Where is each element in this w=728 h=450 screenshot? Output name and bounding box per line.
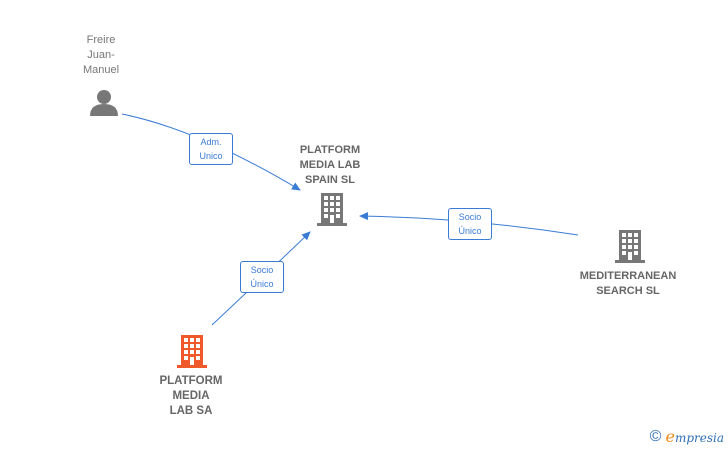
empresia-logo[interactable]: © empresia [650, 427, 724, 446]
node-label-person[interactable]: Freire Juan- Manuel [82, 34, 120, 76]
brand-initial: e [665, 427, 675, 446]
brand-word: mpresia [674, 431, 724, 445]
edge-label-socio-unico-sa: Socio Único [240, 261, 284, 293]
node-label-platform-sa[interactable]: PLATFORM MEDIA LAB SA [159, 375, 223, 417]
edge-label-adm-unico: Adm. Unico [189, 133, 233, 165]
building-icon[interactable] [317, 193, 347, 226]
node-label-center[interactable]: PLATFORM MEDIA LAB SPAIN SL [299, 144, 361, 186]
building-icon[interactable] [615, 230, 645, 263]
edge-label-socio-unico-med: Socio Único [448, 208, 492, 240]
building-icon[interactable] [177, 335, 207, 368]
node-label-mediterranean[interactable]: MEDITERRANEAN SEARCH SL [579, 270, 677, 297]
copyright-icon: © [649, 427, 662, 445]
person-icon[interactable] [90, 90, 118, 116]
